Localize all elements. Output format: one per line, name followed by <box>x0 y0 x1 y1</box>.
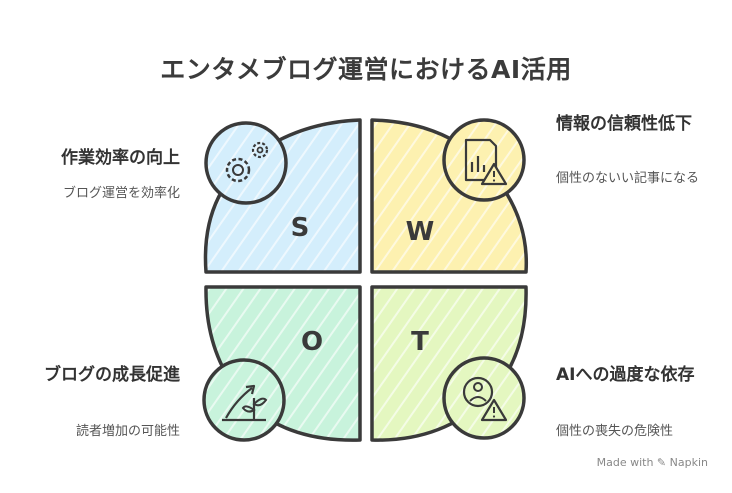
threat-desc: 個性の喪失の危険性 <box>556 424 674 439</box>
weakness-heading: 情報の信頼性低下 <box>556 114 692 134</box>
opportunity-heading: ブログの成長促進 <box>44 365 180 385</box>
strength-desc: ブログ運営を効率化 <box>62 186 180 201</box>
letter-t: T <box>411 327 429 357</box>
letter-o: O <box>301 327 323 357</box>
threat-heading: AIへの過度な依存 <box>556 365 695 385</box>
strength-heading: 作業効率の向上 <box>61 148 180 168</box>
letter-s: S <box>291 213 310 243</box>
weakness-desc: 個性のないい記事になる <box>556 171 700 186</box>
growth-plant-icon <box>202 358 286 442</box>
opportunity-desc: 読者増加の可能性 <box>75 424 180 439</box>
napkin-watermark: Made with ✎ Napkin <box>596 456 708 469</box>
gears-icon <box>204 121 288 205</box>
page-title: エンタメブログ運営におけるAI活用 <box>160 55 572 84</box>
person-warning-icon <box>442 356 526 440</box>
chart-warning-icon <box>442 118 526 202</box>
letter-w: W <box>406 217 435 247</box>
